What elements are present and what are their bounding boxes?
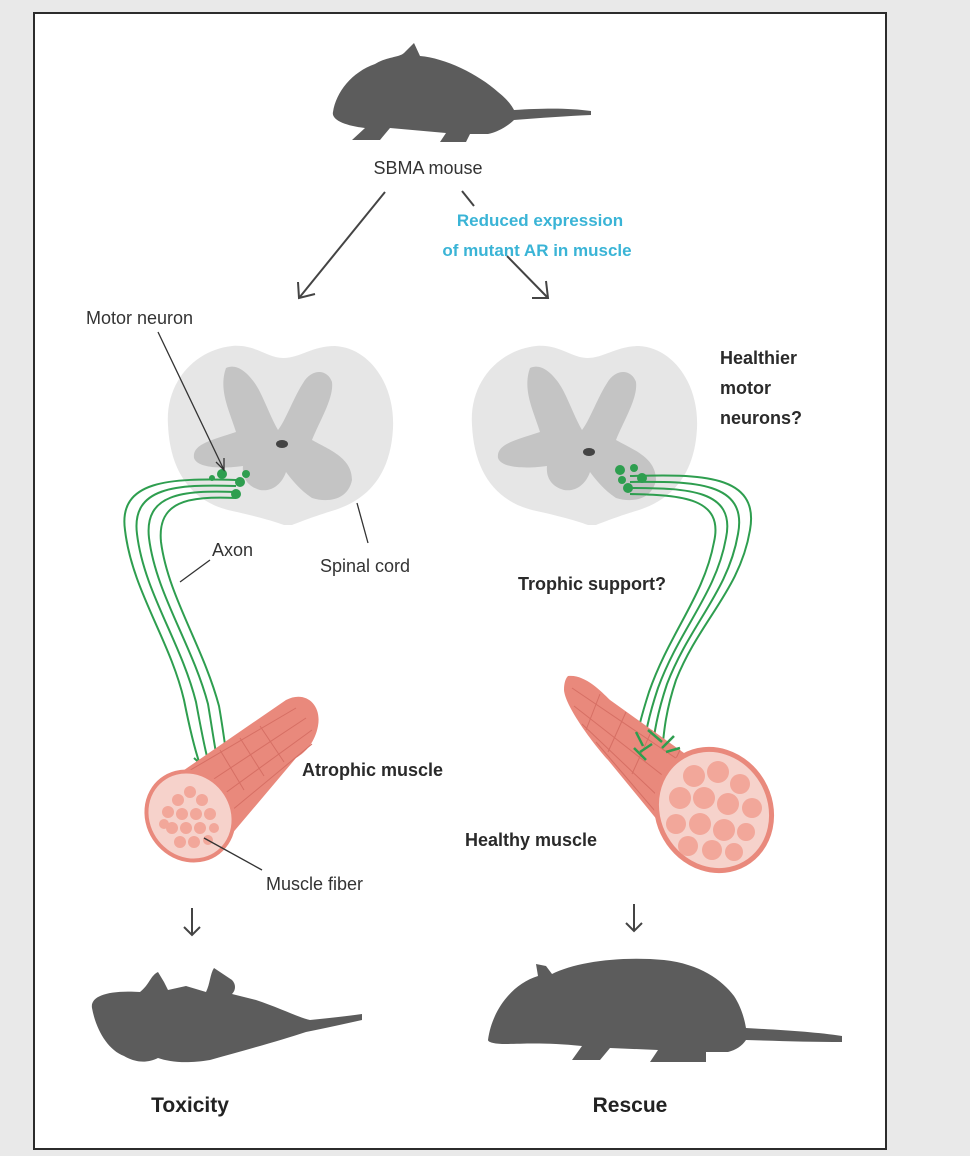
arrow-down-left [183,908,201,937]
healthier-label-line2: motor [720,378,771,398]
healthier-label-line1: Healthier [720,348,797,368]
figure-frame [33,12,887,1150]
trophic-support-label: Trophic support? [518,574,666,594]
leader-lines [157,331,369,871]
spinal-cord-right [471,345,698,525]
sbma-mouse-icon [332,43,591,142]
rescue-label: Rescue [593,1094,668,1117]
sbma-mouse-label: SBMA mouse [373,158,482,178]
axon-bundle-right [629,474,753,753]
motor-neuron-left [209,469,250,499]
dead-mouse-icon [91,968,362,1063]
axon-bundle-left [123,478,237,787]
rescued-mouse-icon [488,958,842,1062]
intervention-label-line2: of mutant AR in muscle [442,241,631,260]
arrow-left [297,191,386,300]
intervention-label-line1: Reduced expression [457,211,623,230]
healthy-muscle [564,675,775,874]
muscle-fiber-label: Muscle fiber [266,874,363,894]
toxicity-label: Toxicity [151,1094,229,1117]
healthier-label-line3: neurons? [720,408,802,428]
spinal-cord-label: Spinal cord [320,556,410,576]
healthy-muscle-label: Healthy muscle [465,830,597,850]
arrow-right [461,190,550,299]
arrow-down-right [625,904,643,933]
axon-label: Axon [212,540,253,560]
motor-neuron-label: Motor neuron [86,308,193,328]
atrophic-muscle [144,696,319,863]
neuromuscular-junction-right [633,729,681,761]
atrophic-muscle-label: Atrophic muscle [302,760,443,780]
